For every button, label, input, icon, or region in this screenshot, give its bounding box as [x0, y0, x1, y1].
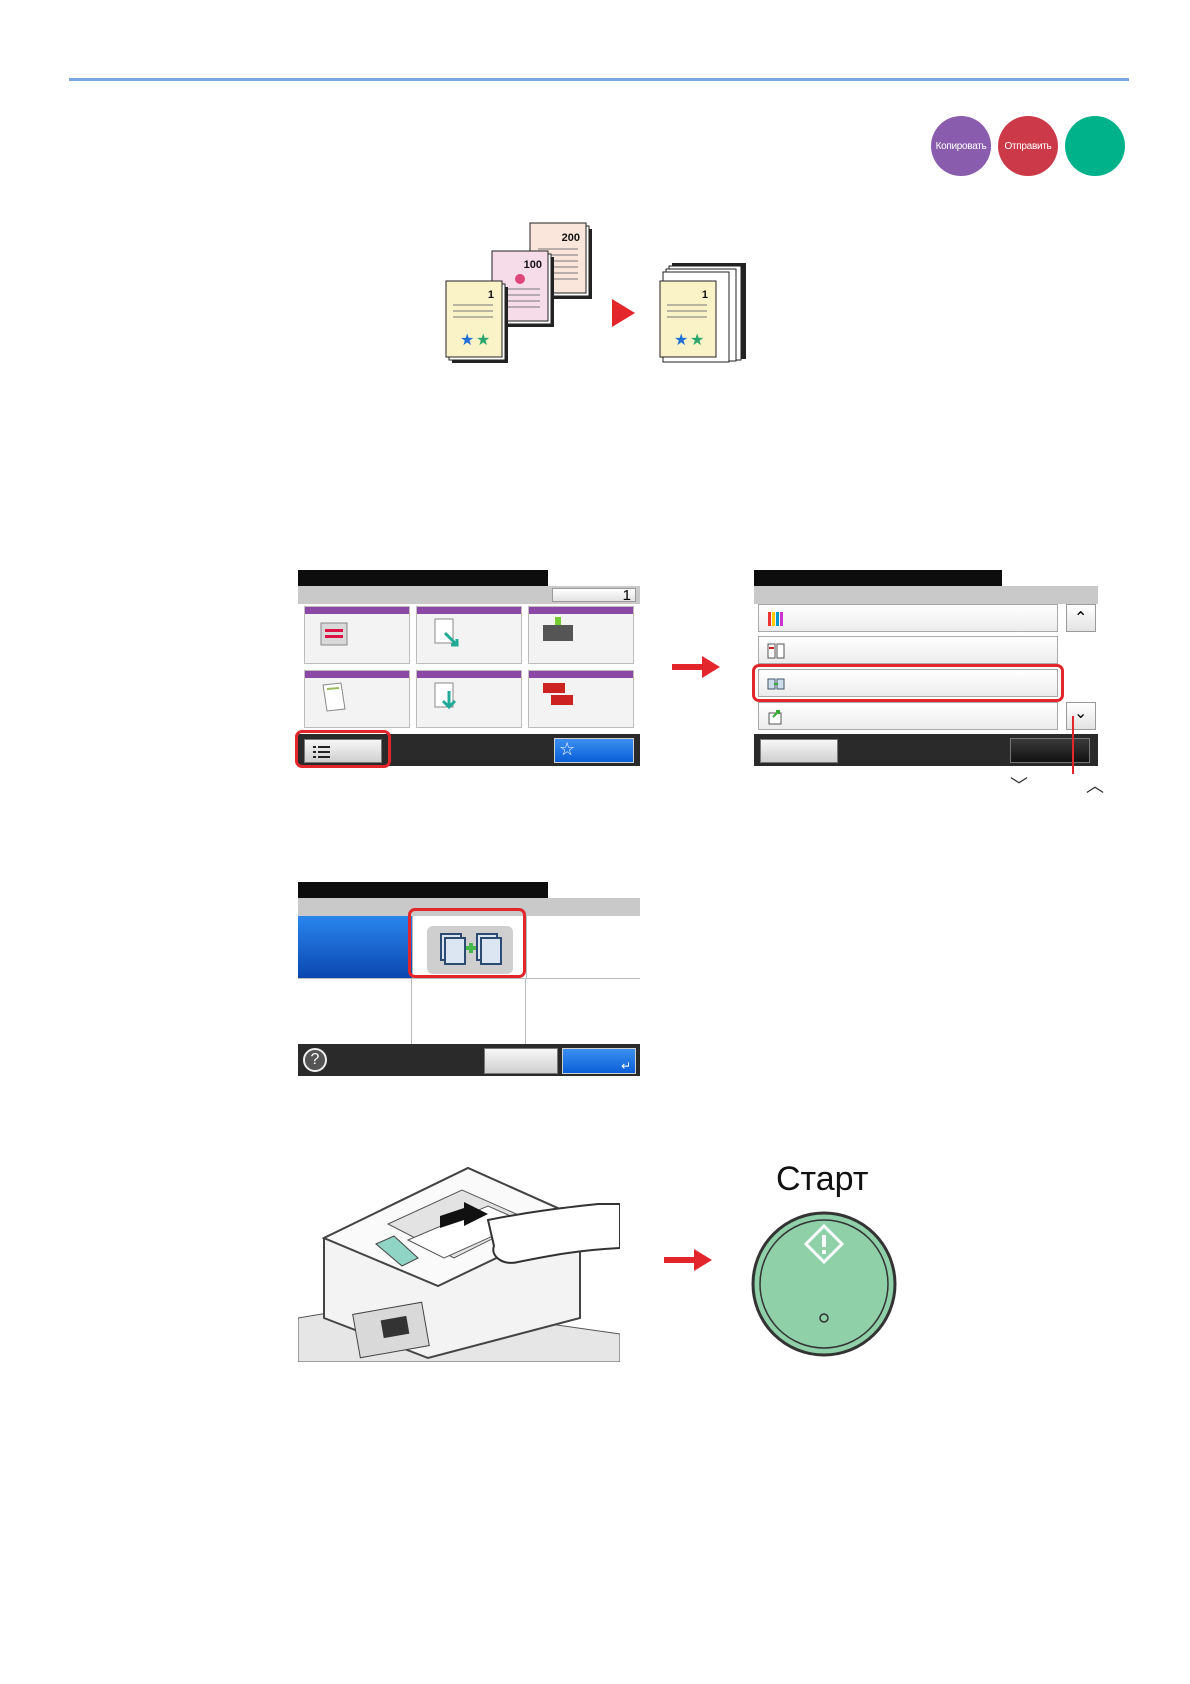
function-tile-1[interactable] — [304, 606, 410, 664]
chevron-up-icon: ⌃ — [1074, 610, 1088, 627]
document-processor-illustration — [298, 1166, 620, 1362]
color-select-icon — [768, 612, 783, 626]
panel2-titlebar — [754, 570, 1002, 586]
red-arrow-icon — [664, 1249, 712, 1271]
panel2-tabstrip — [754, 586, 1098, 604]
panel2-bottombar — [754, 734, 1098, 766]
function-tile-4[interactable] — [304, 670, 410, 728]
panel2-right-button[interactable] — [1010, 738, 1090, 763]
star-icon: ☆ — [559, 739, 576, 759]
cancel-button[interactable] — [484, 1048, 558, 1074]
panel3-bottombar: ? ↵ — [298, 1044, 640, 1076]
copy-badge-label: Копировать — [935, 140, 987, 152]
send-function-badge: Отправить — [998, 116, 1058, 176]
job-build-icon — [767, 678, 785, 690]
panel1-tabstrip: 1 — [298, 586, 640, 604]
copy-counter: 1 — [552, 588, 636, 603]
scroll-up-button[interactable]: ⌃ — [1066, 604, 1096, 632]
send-badge-label: Отправить — [1004, 140, 1052, 152]
ok-button[interactable]: ↵ — [562, 1048, 636, 1074]
density-icon — [543, 617, 573, 641]
job-build-setting-panel: ? ↵ — [298, 882, 640, 1076]
function-list-item-4[interactable] — [758, 702, 1058, 730]
paper-icon — [322, 682, 346, 712]
scan-document-icon — [434, 618, 459, 647]
panel2-left-button[interactable] — [760, 739, 838, 763]
combined-stack-label: 1 — [702, 289, 708, 301]
start-key-label: Старт — [776, 1160, 869, 1198]
highlight-function-menu — [295, 730, 391, 768]
scroll-down-button[interactable]: ⌄ — [1066, 702, 1096, 730]
chevron-up-icon: ︿ — [1086, 776, 1104, 796]
stack-100-label: 100 — [524, 259, 542, 271]
play-arrow-icon — [612, 299, 635, 327]
copier-icon — [320, 622, 348, 646]
chevron-down-icon: ⌄ — [1074, 705, 1088, 722]
combined-stack-icon: ★★ 1 — [659, 263, 746, 363]
start-key[interactable] — [750, 1210, 898, 1358]
function-tile-3[interactable] — [528, 606, 634, 664]
function-tile-2[interactable] — [416, 606, 522, 664]
copy-function-badge: Копировать — [931, 116, 991, 176]
hand-icon — [486, 1203, 620, 1264]
stack-200-label: 200 — [562, 232, 580, 244]
svg-text:★: ★ — [460, 332, 474, 349]
function-list-item-job-build[interactable] — [758, 669, 1058, 697]
start-diamond-icon — [803, 1223, 845, 1265]
stack-200-icon: 200 — [529, 222, 592, 299]
stack-1-icon: ★★ 1 — [445, 280, 508, 363]
empty-option-1 — [526, 916, 640, 978]
home-screen-panel: 1 ☆ — [298, 570, 640, 766]
svg-text:★: ★ — [674, 332, 688, 349]
function-menu-button[interactable] — [304, 739, 382, 763]
collate-icon — [543, 683, 573, 705]
highlight-on-option — [408, 908, 526, 978]
on-option[interactable] — [412, 916, 526, 978]
function-list-panel: ⌃ ⌄ — [754, 570, 1098, 766]
page-layout-icon — [767, 643, 785, 659]
document-arrow-icon — [768, 710, 782, 725]
job-build-on-icon — [427, 926, 513, 974]
function-tile-5[interactable] — [416, 670, 522, 728]
extra-function-badge — [1065, 116, 1125, 176]
favorites-button[interactable]: ☆ — [554, 738, 634, 763]
function-list-item-1[interactable] — [758, 604, 1058, 632]
help-icon[interactable]: ? — [303, 1048, 327, 1072]
insert-arrow-icon — [440, 1202, 488, 1228]
svg-text:★: ★ — [476, 332, 490, 349]
download-document-icon — [434, 682, 457, 710]
scroll-pointer-line — [1072, 716, 1074, 774]
red-arrow-icon — [672, 656, 720, 678]
top-rule — [69, 78, 1129, 81]
enter-icon: ↵ — [620, 1059, 631, 1073]
function-tile-6[interactable] — [528, 670, 634, 728]
start-indicator-icon — [819, 1313, 829, 1323]
list-icon — [313, 746, 330, 758]
highlight-job-build — [752, 664, 1064, 702]
function-list-item-2[interactable] — [758, 636, 1058, 664]
stack-1-label: 1 — [488, 289, 494, 301]
panel1-titlebar — [298, 570, 548, 586]
panel1-bottombar: ☆ — [298, 734, 640, 766]
panel3-tabstrip — [298, 898, 640, 916]
off-option[interactable] — [298, 916, 412, 978]
job-build-illustration: 200 100 ★★ 1 ★★ 1 — [445, 222, 746, 363]
empty-option-row — [298, 978, 640, 1045]
chevron-down-icon: ﹀ — [1010, 776, 1028, 796]
panel3-titlebar — [298, 882, 548, 898]
svg-text:★: ★ — [690, 332, 704, 349]
